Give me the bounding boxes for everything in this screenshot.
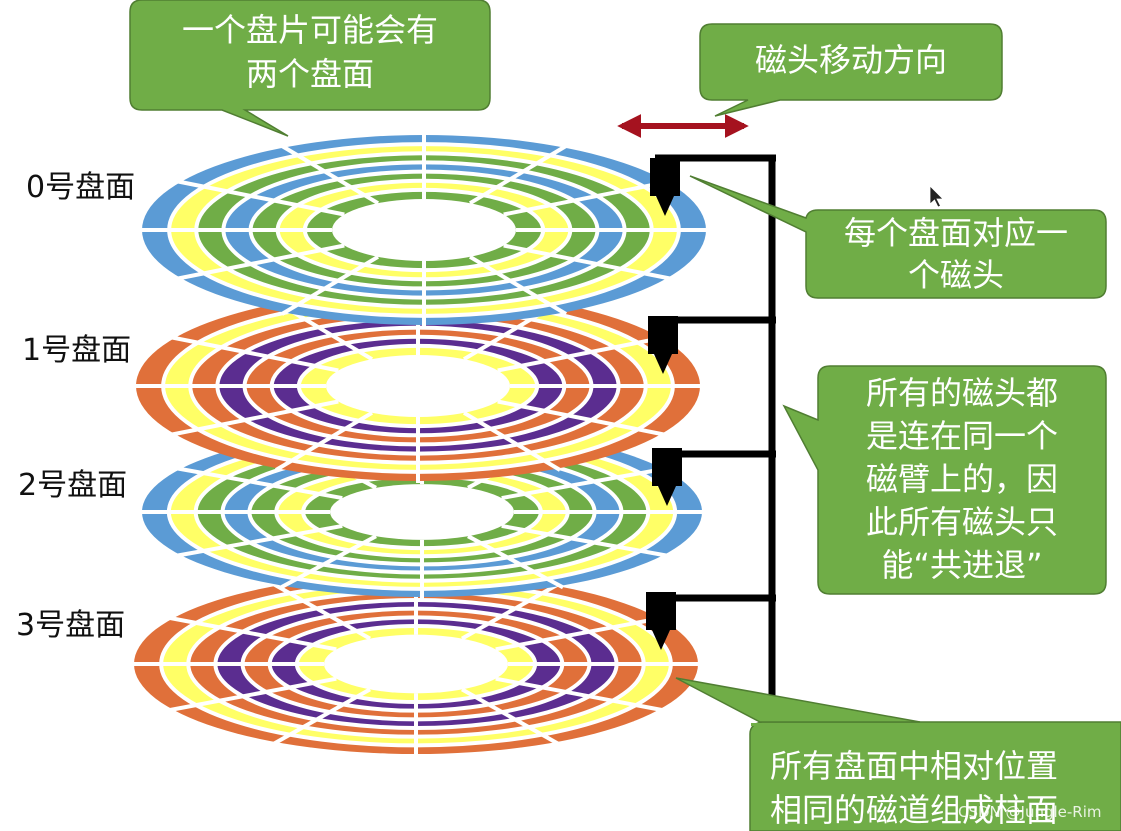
sector-divider xyxy=(497,335,665,373)
read-write-head-icon xyxy=(650,158,680,216)
platter-surface-2 xyxy=(140,425,704,599)
sector-divider xyxy=(177,243,345,281)
callout-head-per-surface xyxy=(689,175,1107,299)
callout-cylinder xyxy=(675,677,1121,831)
sector-divider xyxy=(280,255,380,316)
callout-platter-sides xyxy=(129,0,491,137)
callout-head-per-surface-text: 每个盘面对应一 个磁头 xyxy=(843,214,1068,294)
surface-label-2: 2号盘面 xyxy=(18,468,128,503)
sector-divider xyxy=(461,687,559,746)
platter-surface-3 xyxy=(132,572,700,756)
sector-divider xyxy=(274,411,374,472)
sector-divider xyxy=(169,616,337,652)
sector-divider xyxy=(177,523,343,558)
sector-divider xyxy=(503,243,671,281)
sector-divider xyxy=(467,534,564,590)
sector-divider xyxy=(169,676,337,712)
callout-shared-arm xyxy=(782,365,1107,595)
spindle-hole xyxy=(330,484,514,540)
mouse-pointer-icon xyxy=(929,185,944,208)
sector-divider xyxy=(280,534,377,590)
sector-divider xyxy=(501,523,667,558)
sector-divider xyxy=(461,582,559,641)
callout-head-direction xyxy=(699,23,1003,117)
read-write-head-icon xyxy=(652,448,682,506)
sector-divider xyxy=(171,399,339,437)
sector-divider xyxy=(468,144,568,205)
surface-label-0: 0号盘面 xyxy=(26,170,136,205)
watermark: CSDN @Jungle-Rim xyxy=(958,803,1102,821)
sector-divider xyxy=(495,676,663,712)
surface-label-3: 3号盘面 xyxy=(16,608,126,643)
sector-divider xyxy=(273,582,371,641)
callout-cylinder-text: 所有盘面中相对位置 相同的磁道组成柱面 xyxy=(770,747,1059,829)
callout-platter-sides-text: 一个盘片可能会有 两个盘面 xyxy=(181,11,438,93)
sector-divider xyxy=(177,179,345,217)
sector-divider xyxy=(171,335,339,373)
callout-shared-arm-text: 所有的磁头都 是连在同一个 磁臂上的，因 此所有磁头只 能“共进退” xyxy=(865,374,1058,584)
sector-divider xyxy=(497,399,665,437)
spindle-hole xyxy=(324,634,508,694)
sector-divider xyxy=(501,466,667,501)
sector-divider xyxy=(273,687,371,746)
sector-divider xyxy=(495,616,663,652)
read-write-head-icon xyxy=(646,592,676,650)
spindle-hole xyxy=(326,355,510,417)
sector-divider xyxy=(177,466,343,501)
platter-surface-0 xyxy=(140,133,708,327)
callout-head-direction-text: 磁头移动方向 xyxy=(754,41,947,79)
read-write-head-icon xyxy=(648,316,678,374)
sector-divider xyxy=(462,411,562,472)
spindle-hole xyxy=(332,199,516,261)
surface-label-1: 1号盘面 xyxy=(22,333,132,368)
sector-divider xyxy=(503,179,671,217)
sector-divider xyxy=(280,144,380,205)
platter-surface-1 xyxy=(134,289,702,483)
sector-divider xyxy=(468,255,568,316)
